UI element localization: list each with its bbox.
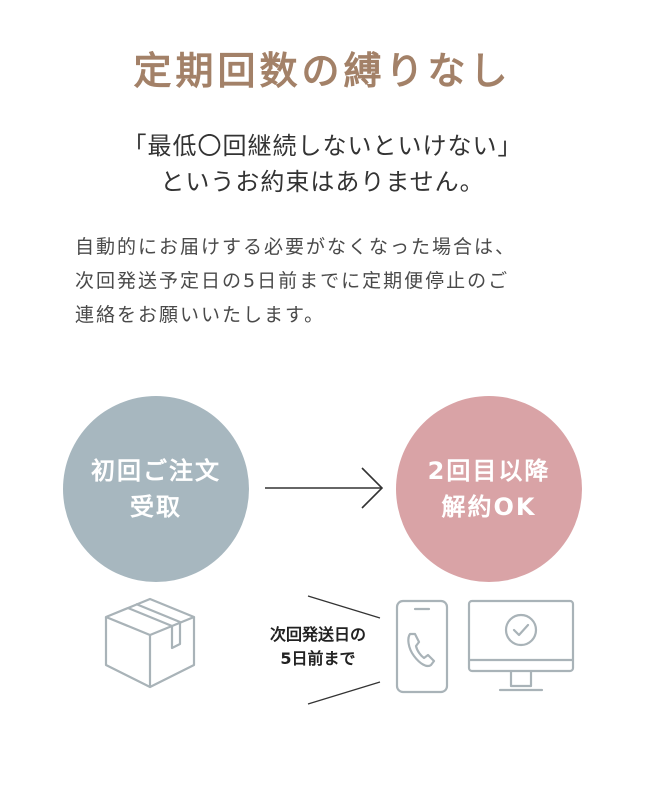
monitor-check-icon	[467, 599, 575, 692]
arrow-right-icon	[265, 467, 384, 509]
page-title: 定期回数の縛りなし	[133, 49, 512, 93]
first-order-line-1: 初回ご注文	[91, 457, 221, 485]
lead-line-1: 「最低〇回継続しないといけない」	[122, 132, 523, 160]
first-order-circle: 初回ご注文 受取	[63, 396, 249, 582]
second-order-line-2: 解約OK	[441, 493, 537, 521]
phone-icon	[395, 599, 449, 694]
note-line-1: 次回発送日の	[269, 625, 366, 644]
lead-line-2: というお約束はありません。	[160, 168, 485, 196]
lead-text: 「最低〇回継続しないといけない」 というお約束はありません。	[0, 128, 645, 200]
description-line-3: 連絡をお願いいたします。	[75, 304, 326, 326]
first-order-line-2: 受取	[130, 493, 182, 521]
package-box-icon	[104, 597, 196, 689]
description-text: 自動的にお届けする必要がなくなった場合は、 次回発送予定日の5日前までに定期便停…	[75, 230, 595, 332]
note-bracket-lines	[307, 595, 381, 705]
note-line-2: 5日前まで	[280, 649, 356, 668]
description-line-1: 自動的にお届けする必要がなくなった場合は、	[75, 236, 517, 258]
shipping-deadline-note: 次回発送日の 5日前まで	[248, 623, 388, 671]
description-line-2: 次回発送予定日の5日前までに定期便停止のご	[75, 270, 510, 292]
second-order-circle: 2回目以降 解約OK	[396, 396, 582, 582]
second-order-line-1: 2回目以降	[427, 457, 551, 485]
